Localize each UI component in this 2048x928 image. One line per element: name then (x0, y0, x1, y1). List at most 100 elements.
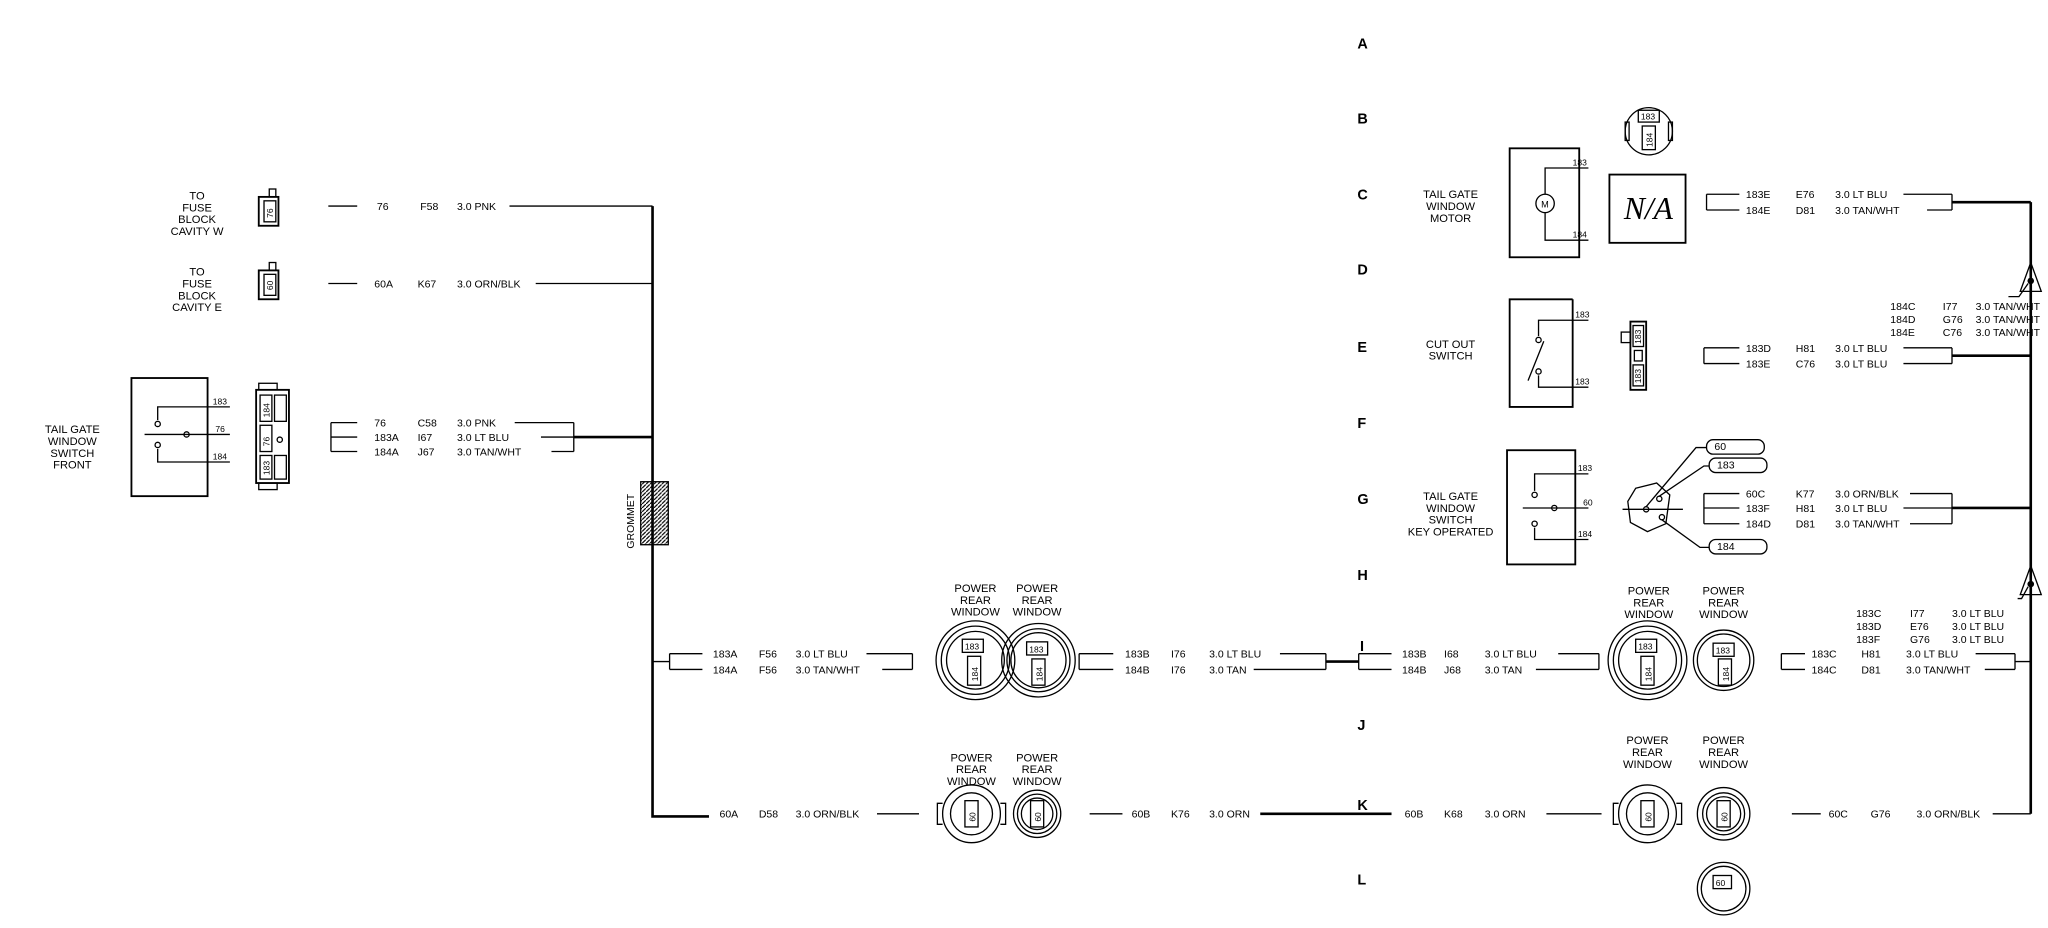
label-line: POWER (1628, 586, 1670, 598)
wire-spec: 3.0 ORN (1209, 809, 1250, 821)
pin-label: 183 (1578, 463, 1592, 473)
wire-circuit: 183E (1746, 189, 1771, 201)
wire-circuit: 184C (1812, 664, 1838, 676)
wire-loc: E76 (1796, 189, 1815, 201)
label-line: TAIL GATE (1423, 491, 1478, 503)
label-line: REAR (960, 595, 991, 607)
wire-loc: I77 (1943, 301, 1958, 313)
row-label-g: G (1357, 492, 1368, 508)
wire-spec: 3.0 TAN/WHT (1835, 205, 1900, 217)
wire-spec: 3.0 LT BLU (1835, 343, 1887, 355)
splice-icon (2008, 260, 2043, 298)
wire-circuit: 184E (1746, 205, 1771, 217)
label-line: CAVITY E (172, 302, 222, 314)
switch-symbol-icon (1522, 473, 1589, 541)
wire-loc: I67 (418, 432, 433, 444)
row-label-e: E (1357, 340, 1367, 356)
wire-circuit: 60B (1405, 809, 1424, 821)
label-line: REAR (956, 764, 987, 776)
grommet: GROMMET (625, 481, 669, 549)
label-line: POWER (1016, 752, 1058, 764)
pin-label: 183 (965, 642, 979, 652)
pin-label: 183 (1575, 310, 1589, 320)
wire-spec: 3.0 LT BLU (1906, 649, 1958, 661)
wire-circuit: 183A (374, 432, 399, 444)
fuse-block-cavity-w: TO FUSE BLOCK CAVITY W 76 (171, 188, 280, 238)
wire-circuit: 184B (1402, 664, 1427, 676)
motor-icon: M (1535, 193, 1555, 214)
pin-label: 60 (1720, 812, 1730, 822)
wire-circuit: 184A (713, 664, 738, 676)
tail-gate-window-switch-front: TAIL GATE WINDOW SWITCH FRONT 183 76 184… (45, 377, 290, 498)
label-line: WINDOW (951, 607, 1000, 619)
label-line: REAR (1708, 747, 1739, 759)
pin-label: 60 (1583, 497, 1593, 507)
row-labels: A B C D E F G H I J K L (1357, 37, 1368, 889)
label-line: REAR (1632, 747, 1663, 759)
wire-loc: F56 (759, 649, 777, 661)
pin-label: 184 (1578, 529, 1592, 539)
wire-spec: 3.0 ORN/BLK (796, 809, 860, 821)
wire-circuit: 184E (1890, 327, 1915, 339)
wire-circuit: 184D (1890, 314, 1916, 326)
pin-label: 184 (1573, 230, 1587, 240)
wire-loc: H81 (1796, 503, 1815, 515)
tail-gate-window-switch-key-operated: TAIL GATE WINDOW SWITCH KEY OPERATED 183… (1408, 439, 1768, 566)
wire-circuit: 184A (374, 446, 399, 458)
wire-circuit: 183B (1402, 649, 1427, 661)
label-line: BLOCK (178, 290, 216, 302)
wire-spec: 3.0 LT BLU (1209, 649, 1261, 661)
wire-loc: G76 (1910, 634, 1930, 646)
label-line: WINDOW (1426, 201, 1475, 213)
wire-circuit: 183D (1856, 621, 1882, 633)
wire-spec: 3.0 LT BLU (796, 649, 848, 661)
wire-loc: I76 (1171, 649, 1186, 661)
wire-loc: K67 (418, 278, 437, 290)
wire-circuit: 60B (1132, 809, 1151, 821)
power-rear-window-connector: POWER REAR WINDOW 183 184 (1692, 586, 1755, 692)
wire-circuit: 184B (1125, 664, 1150, 676)
wire-spec: 3.0 TAN/WHT (1976, 301, 2041, 313)
label-line: FRONT (53, 460, 92, 472)
pin-callout: 184 (1717, 541, 1735, 553)
label-line: WINDOW (1623, 759, 1672, 771)
power-rear-window-connector: POWER REAR WINDOW 183 184 (1001, 583, 1076, 698)
connector-icon: 76 (257, 188, 280, 227)
motor-symbol: M (1541, 199, 1549, 209)
row-label-j: J (1357, 718, 1365, 734)
wire-circuit: 60C (1746, 488, 1766, 500)
row-label-d: D (1357, 262, 1367, 278)
label-line: WINDOW (1699, 609, 1748, 621)
label-line: REAR (1633, 597, 1664, 609)
label-line: WINDOW (1426, 503, 1475, 515)
connector-icon: 184 76 183 (255, 382, 290, 491)
pin-label: 76 (215, 424, 225, 434)
connector-icon: 183 183 (1620, 320, 1648, 391)
wire-circuit: 183C (1856, 608, 1882, 620)
wire-spec: 3.0 TAN/WHT (1976, 327, 2041, 339)
label-line: WINDOW (1013, 607, 1062, 619)
wire-loc: H81 (1861, 649, 1880, 661)
label-line: BLOCK (178, 214, 216, 226)
wire-loc: C58 (418, 418, 437, 430)
wire-spec: 3.0 LT BLU (1485, 649, 1537, 661)
wire-loc: J68 (1444, 664, 1461, 676)
pin-label: 184 (1645, 133, 1655, 147)
pin-label: 60 (265, 280, 275, 290)
cut-out-switch: CUT OUT SWITCH 183 183 183 183 (1426, 298, 1648, 408)
wire-spec: 3.0 TAN/WHT (1835, 519, 1900, 531)
pin-callout: 60 (1714, 441, 1726, 453)
label-line: TAIL GATE (45, 424, 100, 436)
